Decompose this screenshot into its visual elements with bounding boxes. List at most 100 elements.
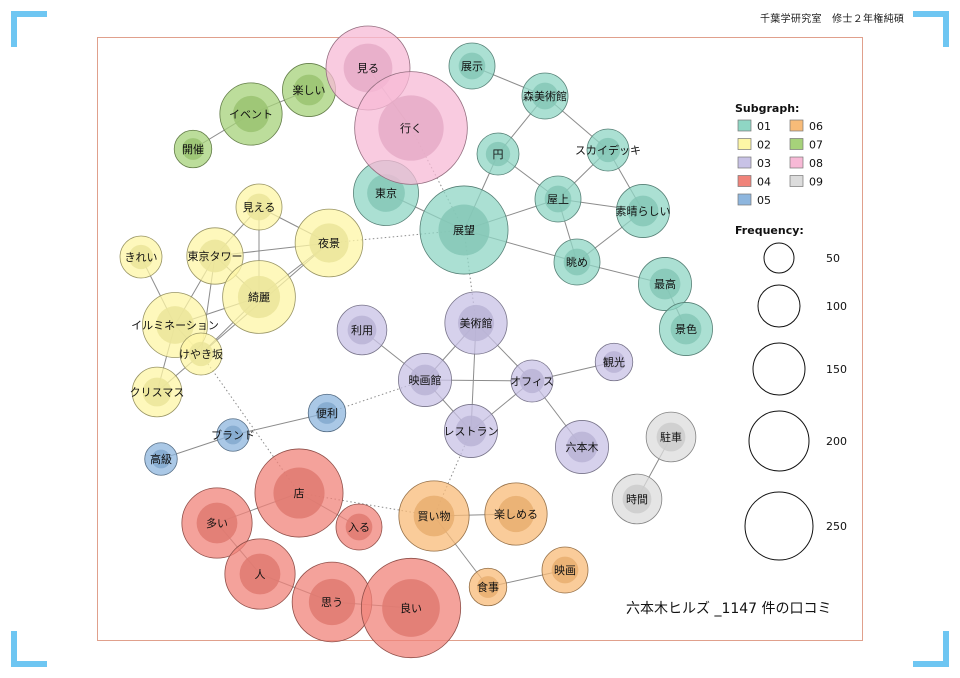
subgraph-swatch bbox=[737, 193, 752, 206]
network-node: きれい bbox=[119, 235, 163, 279]
network-node: オフィス bbox=[510, 359, 554, 403]
network-node: 東京タワー bbox=[186, 227, 244, 285]
legend: Subgraph: Frequency: 0102030405060708095… bbox=[735, 102, 847, 561]
node-label: 夜景 bbox=[318, 236, 340, 250]
frequency-circle bbox=[748, 410, 810, 472]
node-label: 買い物 bbox=[418, 509, 451, 523]
node-core bbox=[308, 578, 356, 626]
node-label: 時間 bbox=[626, 493, 648, 506]
node-label: 円 bbox=[493, 148, 504, 161]
network-node: 店 bbox=[254, 448, 344, 538]
node-core bbox=[128, 244, 154, 270]
node-core bbox=[531, 82, 559, 110]
node-label: 楽しい bbox=[293, 84, 326, 97]
node-label: 観光 bbox=[603, 355, 625, 369]
network-node: 美術館 bbox=[444, 291, 508, 355]
node-core bbox=[670, 313, 702, 345]
node-core bbox=[455, 415, 487, 447]
node-label: スカイデッキ bbox=[575, 143, 641, 157]
node-label: 綺麗 bbox=[248, 291, 270, 304]
network-node: 入る bbox=[335, 503, 383, 551]
node-label: 景色 bbox=[675, 322, 697, 336]
node-core bbox=[622, 484, 652, 514]
node-label: 行く bbox=[400, 122, 422, 135]
network-node: ブランド bbox=[211, 418, 255, 452]
node-label: クリスマス bbox=[130, 386, 185, 399]
node-core bbox=[367, 174, 405, 212]
network-node: 森美術館 bbox=[521, 72, 569, 120]
frequency-label: 250 bbox=[826, 520, 847, 533]
node-label: 駐車 bbox=[660, 430, 682, 444]
node-core bbox=[188, 341, 214, 367]
network-node: 屋上 bbox=[534, 175, 582, 223]
node-core bbox=[649, 268, 681, 300]
network-node: 映画館 bbox=[398, 353, 452, 407]
node-core bbox=[519, 368, 545, 394]
node-core bbox=[409, 364, 441, 396]
node-core bbox=[223, 425, 243, 445]
node-core bbox=[477, 576, 499, 598]
network-node: 人 bbox=[224, 538, 296, 610]
node-core bbox=[378, 95, 444, 161]
subgraph-label: 01 bbox=[757, 120, 771, 133]
node-core bbox=[239, 553, 281, 595]
subgraph-label: 07 bbox=[809, 139, 823, 152]
node-label: 美術館 bbox=[460, 316, 493, 330]
network-node: レストラン bbox=[444, 404, 499, 458]
node-label: 良い bbox=[400, 601, 422, 615]
node-label: 屋上 bbox=[547, 193, 569, 206]
network-node: 食事 bbox=[468, 567, 508, 607]
node-label: 人 bbox=[255, 568, 266, 581]
network-node: 円 bbox=[476, 132, 520, 176]
network-node: 思う bbox=[291, 561, 373, 643]
network-node: 開催 bbox=[173, 129, 213, 169]
node-label: 展示 bbox=[461, 60, 483, 73]
diagram-frame bbox=[97, 37, 863, 641]
subgraph-label: 05 bbox=[757, 194, 771, 207]
subgraph-swatch bbox=[737, 175, 752, 187]
node-core bbox=[438, 204, 490, 256]
network-node: 展示 bbox=[448, 42, 496, 90]
frequency-circle bbox=[757, 284, 801, 328]
node-label: オフィス bbox=[510, 375, 554, 388]
node-core bbox=[347, 315, 377, 345]
node-core bbox=[316, 402, 338, 424]
network-node: 駐車 bbox=[645, 411, 697, 463]
network-node: 展望 bbox=[419, 185, 509, 275]
subgraph-label: 06 bbox=[809, 120, 823, 133]
node-core bbox=[198, 239, 232, 273]
node-core bbox=[497, 495, 535, 533]
subgraph-swatch bbox=[737, 119, 752, 132]
node-core bbox=[563, 248, 591, 276]
node-core bbox=[309, 223, 349, 263]
node-core bbox=[603, 351, 625, 373]
subgraph-label: 08 bbox=[809, 157, 823, 170]
network-node: スカイデッキ bbox=[575, 128, 641, 172]
node-label: 利用 bbox=[351, 324, 373, 337]
node-label: 展望 bbox=[453, 224, 475, 237]
network-node: 眺め bbox=[553, 238, 601, 286]
network-node: 映画 bbox=[541, 546, 589, 594]
subgraph-swatch bbox=[789, 175, 804, 187]
subgraph-swatch bbox=[737, 138, 752, 150]
node-core bbox=[566, 431, 598, 463]
frequency-label: 50 bbox=[826, 252, 840, 265]
frequency-legend-title: Frequency: bbox=[735, 224, 804, 237]
network-node: 楽しめる bbox=[484, 482, 548, 546]
node-label: イベント bbox=[229, 108, 273, 121]
node-label: 見る bbox=[357, 62, 379, 75]
lab-header: 千葉学研究室 修士２年権純碩 bbox=[760, 14, 905, 25]
diagram-caption: 六本木ヒルズ _1147 件の口コミ bbox=[626, 601, 832, 617]
network-node: 高級 bbox=[144, 442, 178, 476]
node-label: けやき坂 bbox=[179, 348, 223, 361]
network-weak-edge bbox=[410, 127, 465, 231]
node-label: 入る bbox=[348, 521, 370, 534]
subgraph-swatch bbox=[737, 156, 752, 169]
node-label: 食事 bbox=[477, 580, 499, 594]
node-label: 楽しめる bbox=[494, 508, 538, 521]
network-node: 買い物 bbox=[398, 480, 470, 552]
frequency-circle bbox=[752, 342, 806, 396]
node-core bbox=[544, 185, 572, 213]
network-node: 見える bbox=[235, 183, 283, 231]
node-core bbox=[245, 193, 273, 221]
